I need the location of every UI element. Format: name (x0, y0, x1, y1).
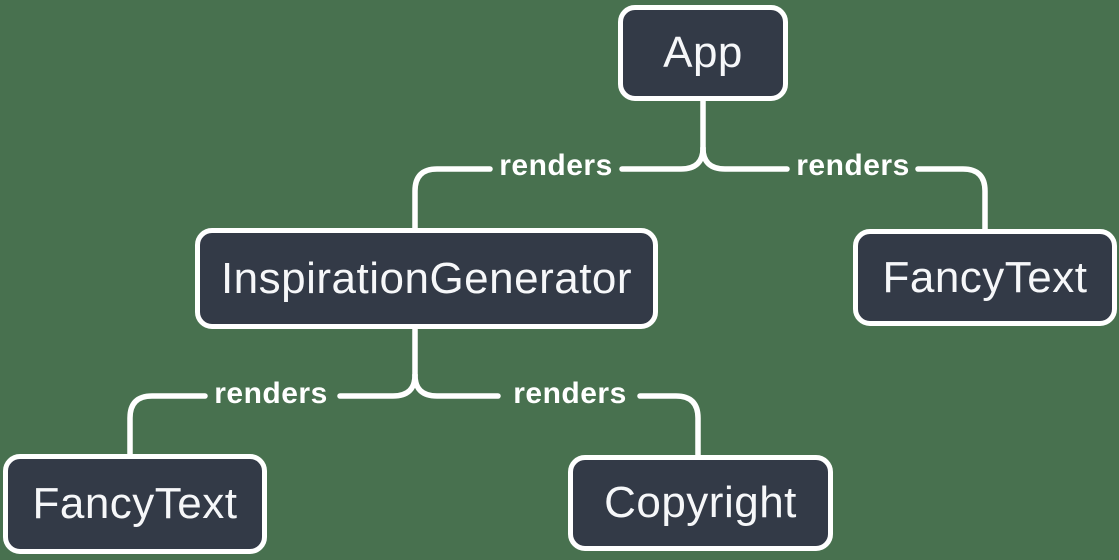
node-copyright: Copyright (568, 455, 833, 551)
edge-label-inspirationgenerator-fancytext: renders (214, 377, 328, 410)
edge-app-inspirationgenerator-line-b (412, 166, 493, 231)
node-fancy-text-right-label: FancyText (882, 252, 1088, 302)
node-app: App (618, 5, 788, 101)
edge-app-fancytext-line-b (915, 166, 988, 232)
edge-inspirationgenerator-copyright-line-b (637, 393, 701, 458)
node-copyright-label: Copyright (604, 478, 797, 527)
node-fancy-text-right: FancyText (853, 229, 1117, 326)
node-app-label: App (663, 28, 743, 77)
node-fancy-text-left: FancyText (3, 454, 267, 554)
edge-label-app-fancytext: renders (796, 149, 910, 182)
edge-label-app-inspirationgenerator: renders (499, 149, 613, 182)
node-inspiration-generator: InspirationGenerator (195, 228, 658, 329)
edge-inspirationgenerator-fancytext-line-a (337, 372, 418, 399)
edge-label-inspirationgenerator-copyright: renders (513, 377, 627, 410)
edge-inspirationgenerator-copyright-line-a (412, 372, 501, 399)
edge-app-inspirationgenerator-line-a (619, 145, 706, 172)
node-inspiration-generator-label: InspirationGenerator (220, 253, 633, 303)
node-fancy-text-left-label: FancyText (32, 479, 238, 528)
edge-inspirationgenerator-fancytext-line-b (127, 393, 208, 457)
edge-app-fancytext-line-a (700, 145, 790, 172)
